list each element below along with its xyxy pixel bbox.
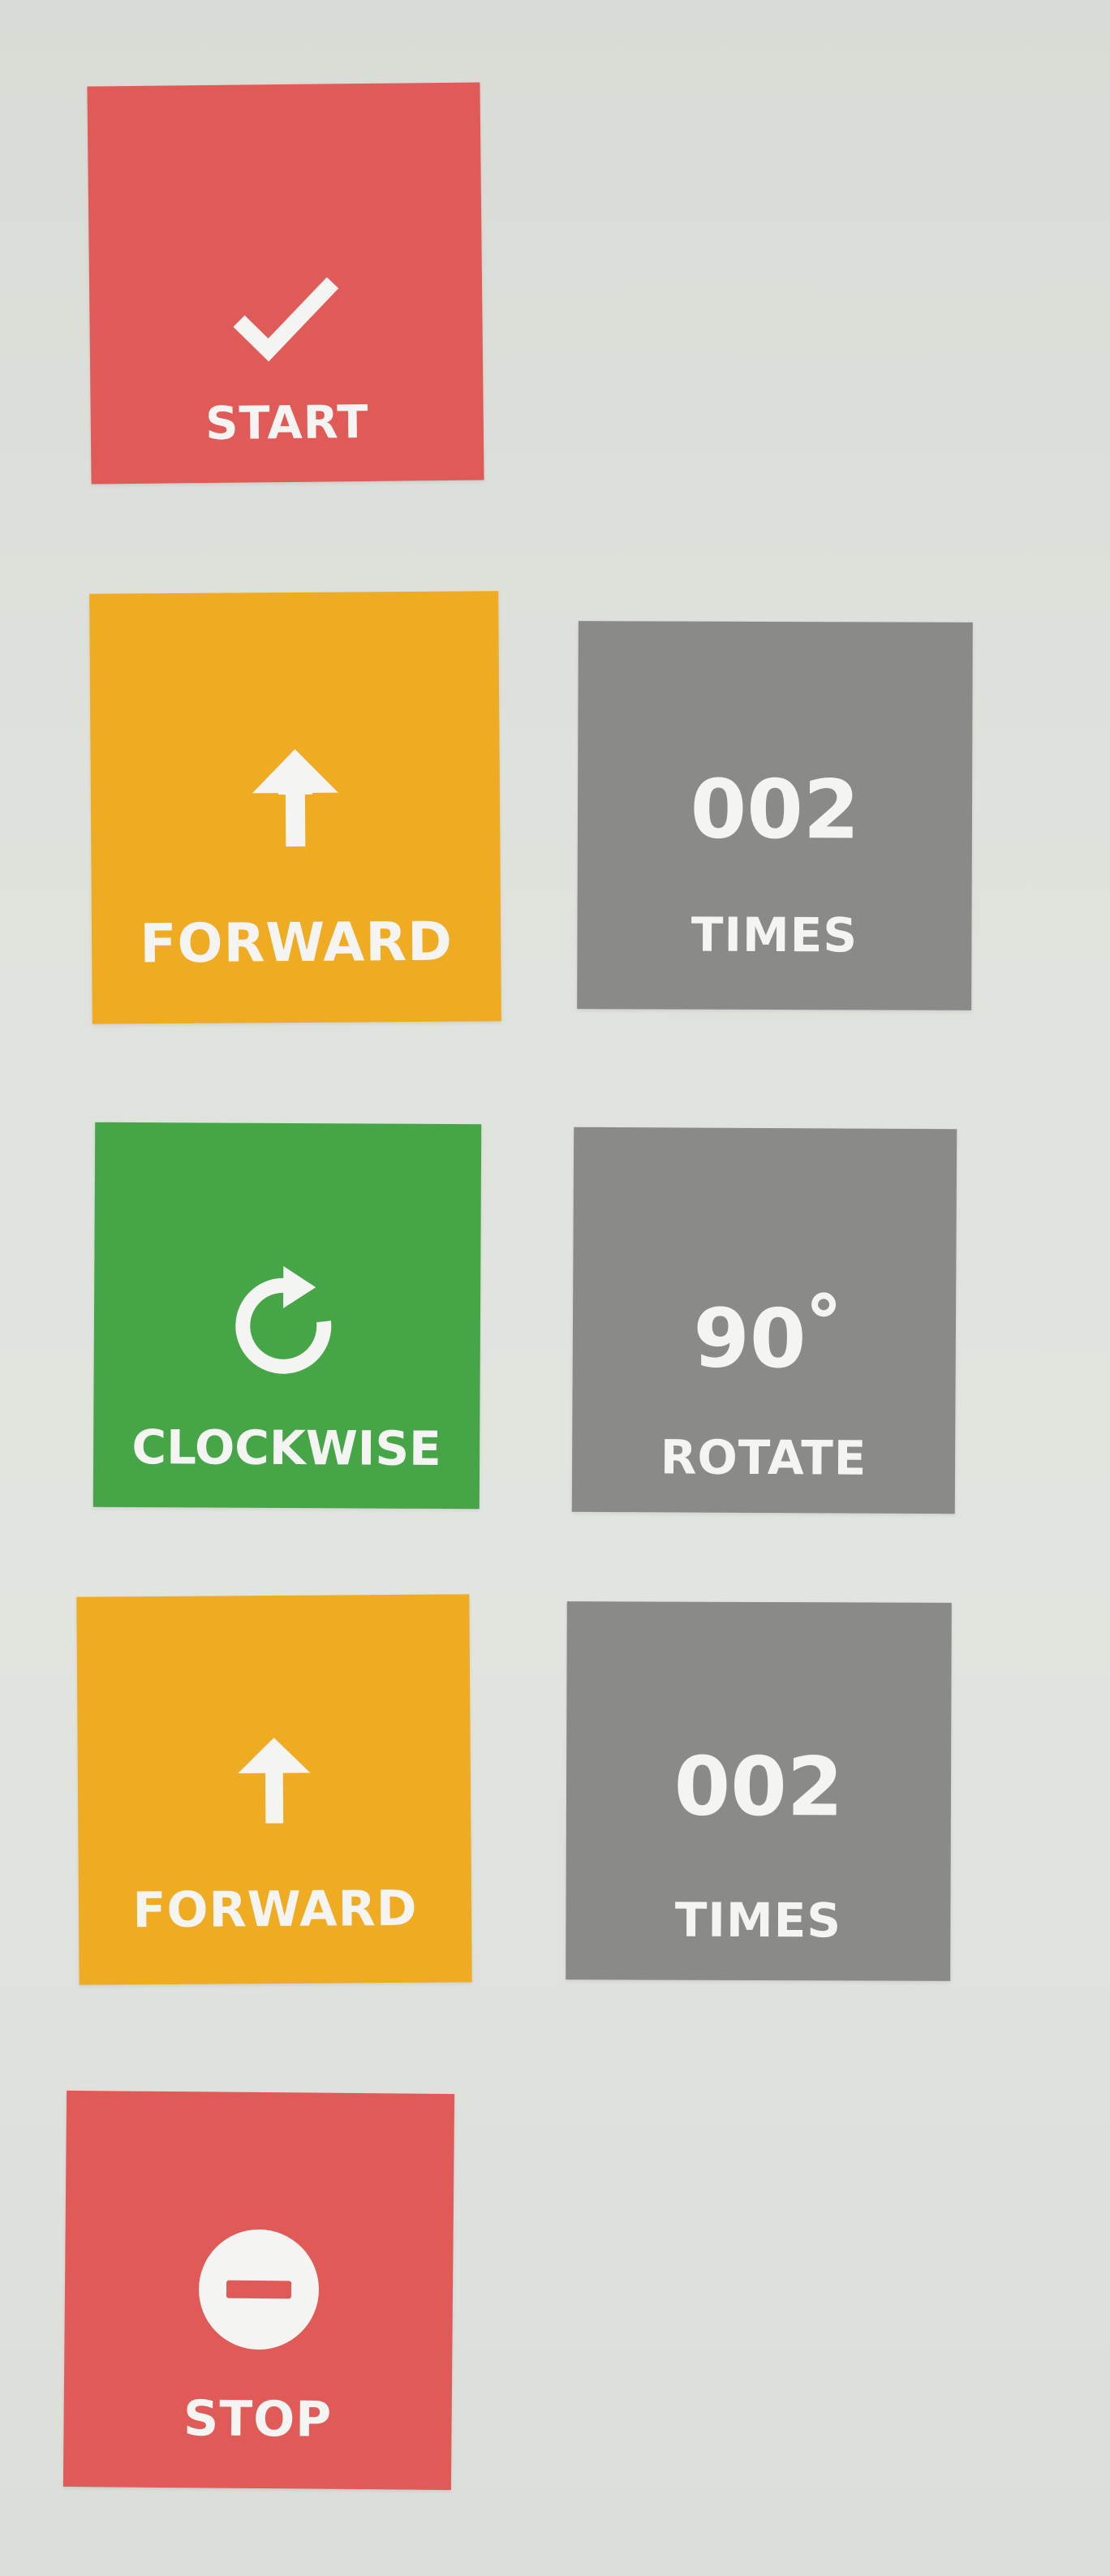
arrow-up-icon <box>250 749 340 847</box>
times-value-1: 002 <box>690 761 860 858</box>
minus-circle-icon <box>197 2228 320 2350</box>
rotate-clockwise-icon <box>234 1265 341 1381</box>
times-label-1: TIMES <box>691 907 858 963</box>
times-card-2[interactable]: 002 TIMES <box>566 1601 952 1981</box>
times-label-2: TIMES <box>674 1892 842 1949</box>
rotate-card[interactable]: 90 ROTATE <box>571 1126 957 1514</box>
stop-label: STOP <box>183 2390 333 2449</box>
check-icon <box>229 273 343 363</box>
rotate-value: 90 <box>693 1291 836 1386</box>
clockwise-card[interactable]: CLOCKWISE <box>92 1122 482 1510</box>
start-label: START <box>204 395 369 451</box>
forward-label-1: FORWARD <box>140 910 454 976</box>
rotate-degrees: 90 <box>692 1290 807 1387</box>
forward-card-1[interactable]: FORWARD <box>89 591 501 1024</box>
forward-label-2: FORWARD <box>132 1880 418 1940</box>
clockwise-label: CLOCKWISE <box>131 1419 441 1476</box>
times-value-2: 002 <box>673 1738 844 1835</box>
times-card-1[interactable]: 002 TIMES <box>577 621 973 1010</box>
start-card[interactable]: START <box>87 82 484 485</box>
stop-card[interactable]: STOP <box>62 2090 455 2491</box>
forward-card-2[interactable]: FORWARD <box>76 1594 472 1985</box>
rotate-label: ROTATE <box>660 1429 867 1486</box>
arrow-up-icon <box>234 1734 316 1825</box>
degree-symbol-icon <box>811 1292 836 1317</box>
